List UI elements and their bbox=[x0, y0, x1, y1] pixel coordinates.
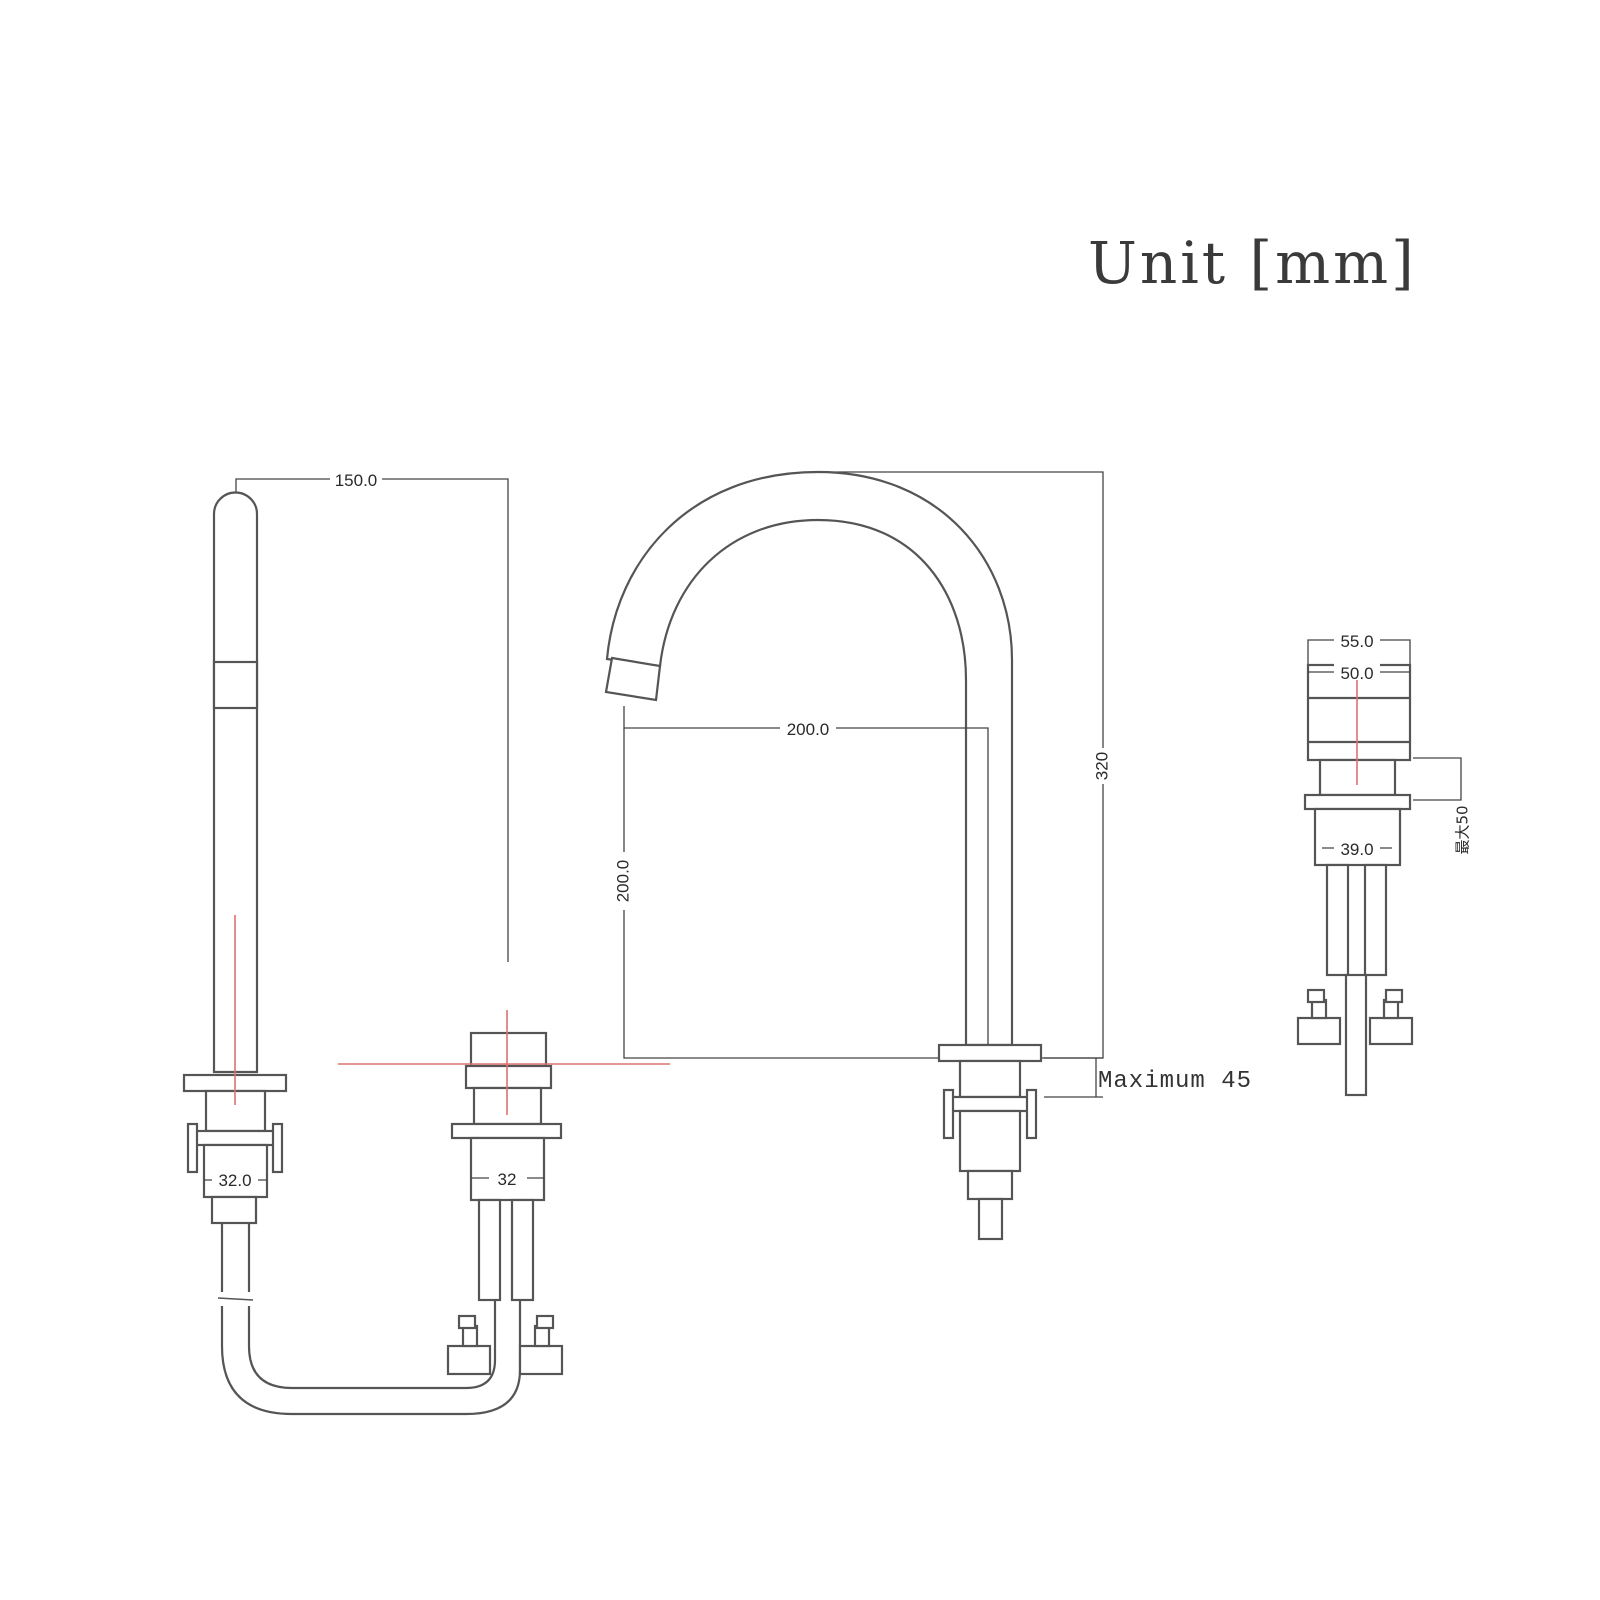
spout-bolt-right bbox=[1025, 1088, 1038, 1140]
dimension-handle-height: 150.0 bbox=[235, 469, 509, 962]
valve-pipe-left bbox=[477, 1198, 502, 1302]
body-pipe-left bbox=[1325, 863, 1350, 977]
side-view-assembly: 55.0 50.0 39.0 最大50 bbox=[1296, 630, 1472, 1097]
label-32: 32 bbox=[498, 1170, 517, 1189]
spout-flange bbox=[937, 1043, 1043, 1063]
handle-assembly: 150.0 32.0 bbox=[182, 469, 522, 1416]
dimension-right-base: 32 bbox=[471, 1168, 544, 1189]
label-32-0: 32.0 bbox=[218, 1171, 251, 1190]
label-maximum-45: Maximum 45 bbox=[1098, 1068, 1252, 1095]
label-200-vertical: 200.0 bbox=[613, 860, 632, 903]
dimension-body-base: 39.0 bbox=[1322, 838, 1392, 859]
unit-title: Unit [mm] bbox=[1088, 229, 1417, 297]
spout-assembly: 320 200.0 200.0 Maximum 45 bbox=[604, 470, 1252, 1241]
handle-connector bbox=[210, 1195, 258, 1225]
label-320: 320 bbox=[1092, 752, 1111, 780]
label-200-horizontal: 200.0 bbox=[787, 720, 830, 739]
handle-nut bbox=[190, 1129, 282, 1147]
body-shutoff-right bbox=[1368, 988, 1414, 1046]
dimension-max-deck-cn: 最大50 bbox=[1413, 757, 1472, 855]
spout-aerator bbox=[604, 656, 662, 702]
valve-nut bbox=[450, 1122, 563, 1140]
handle-bolt-right bbox=[271, 1122, 284, 1174]
body-shutoff-left bbox=[1296, 988, 1342, 1046]
handle-bolt-left bbox=[186, 1122, 199, 1174]
valve-shutoff-left bbox=[446, 1314, 492, 1376]
label-39-0: 39.0 bbox=[1340, 840, 1373, 859]
body-center-pipe bbox=[1344, 973, 1368, 1097]
handle-rod bbox=[212, 491, 259, 1074]
valve-cap bbox=[469, 1031, 548, 1068]
spout-connector bbox=[966, 1169, 1014, 1201]
spout-shank bbox=[958, 1109, 1022, 1173]
valve-flange bbox=[464, 1064, 553, 1090]
label-50-0: 50.0 bbox=[1340, 664, 1373, 683]
spout-neck bbox=[605, 470, 1014, 1047]
spout-collar bbox=[958, 1059, 1022, 1099]
handle-band bbox=[212, 660, 259, 710]
handle-hose bbox=[220, 1223, 522, 1416]
dimension-body-width-inner: 50.0 bbox=[1308, 662, 1410, 683]
label-150: 150.0 bbox=[335, 471, 378, 490]
label-55-0: 55.0 bbox=[1340, 632, 1373, 651]
spout-nut bbox=[943, 1095, 1037, 1113]
body-pipe-right bbox=[1363, 863, 1388, 977]
valve-assembly: 32 bbox=[338, 1010, 670, 1376]
spout-bolt-left bbox=[942, 1088, 955, 1140]
dimension-spout-height: 200.0 bbox=[613, 728, 940, 1059]
body-flange bbox=[1303, 793, 1412, 811]
label-max-50-cn: 最大50 bbox=[1454, 805, 1472, 854]
spout-supply-pipe bbox=[977, 1197, 1004, 1241]
valve-pipe-right bbox=[510, 1198, 535, 1302]
valve-shutoff-right bbox=[518, 1314, 564, 1376]
dimension-left-base: 32.0 bbox=[204, 1169, 267, 1190]
dimension-spout-reach: 200.0 bbox=[623, 706, 989, 1045]
dimension-max-deck: Maximum 45 bbox=[1044, 1057, 1252, 1098]
